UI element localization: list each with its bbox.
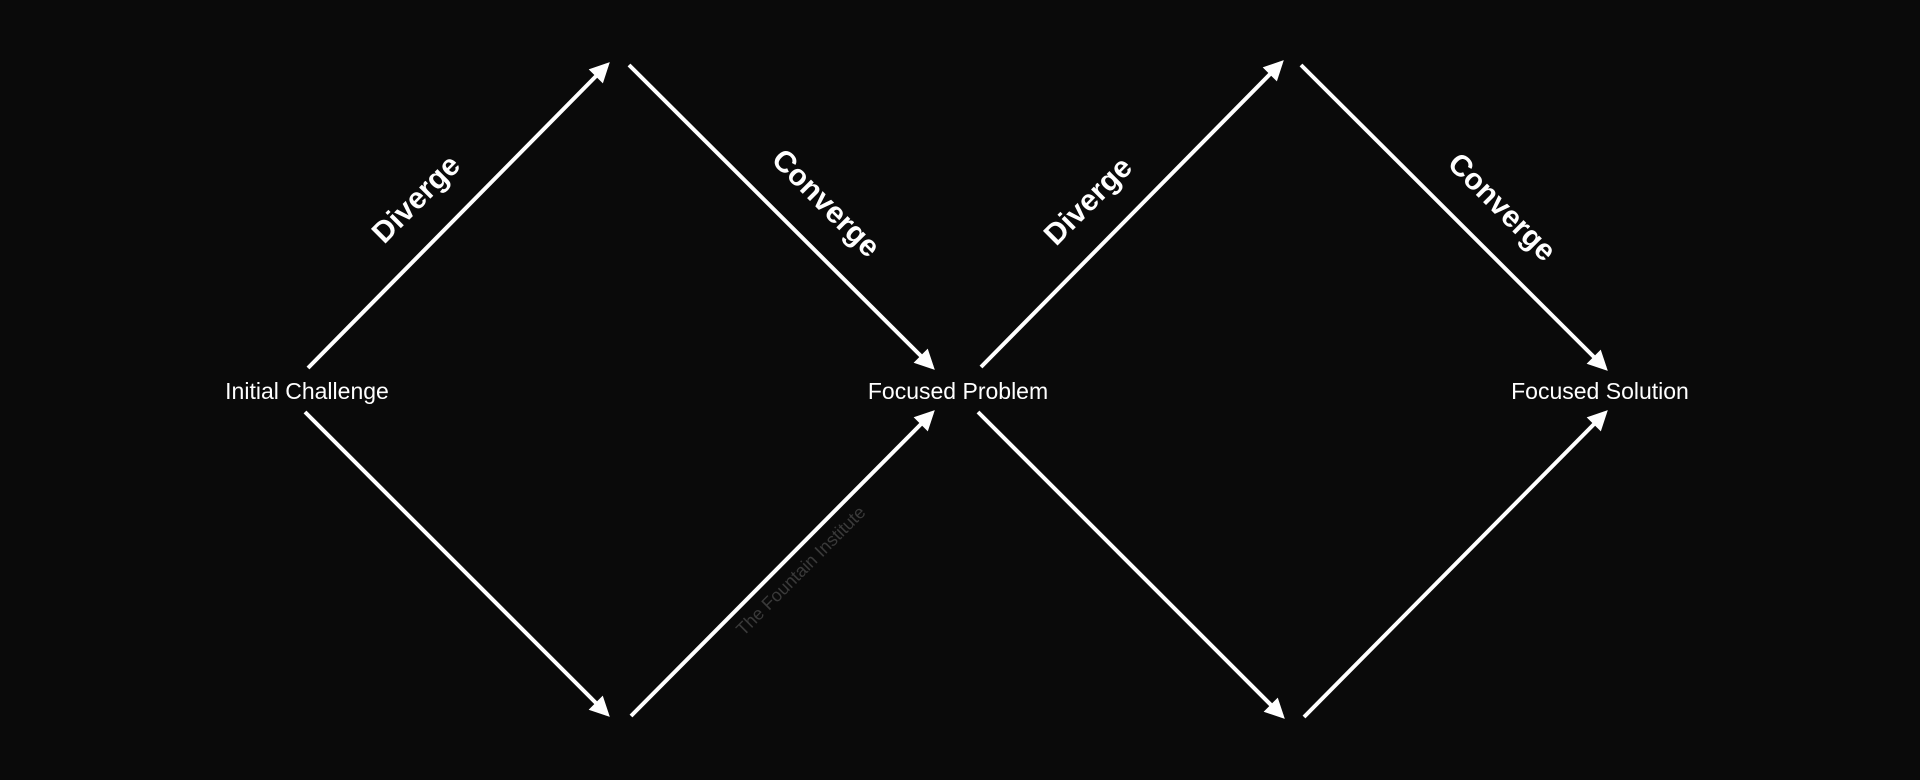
phase-label-d1-diverge: Diverge bbox=[366, 149, 467, 250]
edge-d2-converge-top bbox=[1299, 63, 1608, 371]
node-focused-problem: Focused Problem bbox=[868, 378, 1048, 404]
edge-d1-diverge-down bbox=[303, 410, 610, 717]
node-focused-solution: Focused Solution bbox=[1511, 378, 1689, 404]
edge-d2-diverge-down bbox=[976, 410, 1285, 719]
phase-label-d2-diverge: Diverge bbox=[1038, 151, 1139, 252]
phase-label-d1-converge: Converge bbox=[765, 143, 886, 264]
edge-d1-converge-bottom bbox=[629, 410, 935, 718]
edge-d1-converge-top bbox=[627, 63, 935, 370]
phase-label-d2-converge: Converge bbox=[1441, 147, 1562, 268]
edge-d2-diverge-up bbox=[979, 60, 1284, 369]
edge-d2-converge-bottom bbox=[1302, 410, 1608, 719]
watermark-text: The Fountain Institute bbox=[732, 502, 869, 639]
node-initial-challenge: Initial Challenge bbox=[225, 378, 389, 404]
edge-d1-diverge-up bbox=[306, 62, 610, 370]
